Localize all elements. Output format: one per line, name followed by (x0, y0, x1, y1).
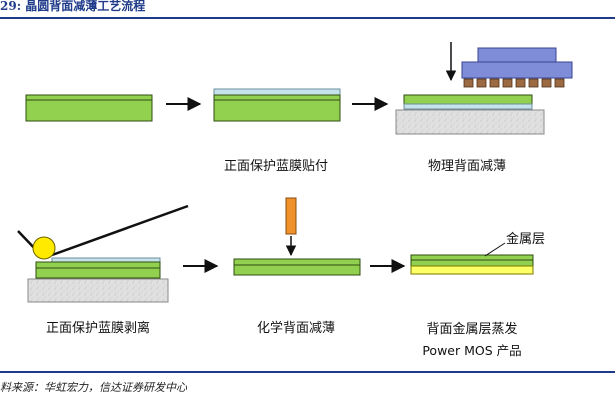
step-initial-wafer (25, 94, 153, 122)
step-label-mechanical-grinding: 物理背面减薄 (428, 159, 506, 174)
metal-layer-leader (484, 242, 506, 257)
step-mechanical-grinding (395, 42, 573, 135)
wafer (233, 258, 361, 276)
wafer-chuck (27, 278, 169, 303)
protective-blue-film (51, 257, 161, 263)
figure-header: 29: 晶圆背面减薄工艺流程 (0, 0, 615, 19)
wafer (213, 94, 341, 122)
peel-roller (32, 236, 56, 260)
step-metal-evaporation: 金属层 (410, 231, 545, 275)
wafer (25, 94, 153, 122)
grinding-wheel-top (477, 47, 557, 63)
wafer-chuck (395, 109, 545, 135)
step-tape-application (213, 88, 341, 122)
grinding-teeth (463, 78, 565, 88)
step-chemical-thinning (233, 197, 361, 276)
step-label-tape-removal: 正面保护蓝膜剥离 (46, 320, 150, 336)
etchant-nozzle (285, 197, 297, 235)
step-tape-removal (17, 204, 189, 303)
peeled-film (51, 204, 189, 257)
step-sublabel-power-mos: Power MOS 产品 (422, 343, 521, 358)
metal-layer-annotation: 金属层 (506, 231, 545, 247)
step-label-chemical-thinning: 化学背面减薄 (257, 320, 335, 336)
step-label-tape-application: 正面保护蓝膜贴付 (224, 159, 328, 174)
step-label-metal-evaporation: 背面金属层蒸发 (426, 321, 517, 337)
protective-blue-film (213, 88, 341, 96)
protective-blue-film (403, 103, 533, 110)
figure-footer: 料来源：华虹宏力，信达证券研发中心 (0, 371, 615, 413)
figure-title: 29: 晶圆背面减薄工艺流程 (0, 0, 146, 13)
grinding-wheel-base (461, 61, 573, 79)
metal-layer (410, 265, 534, 275)
wafer (403, 94, 533, 105)
wafer (35, 261, 161, 279)
source-note: 料来源：华虹宏力，信达证券研发中心 (0, 381, 187, 394)
